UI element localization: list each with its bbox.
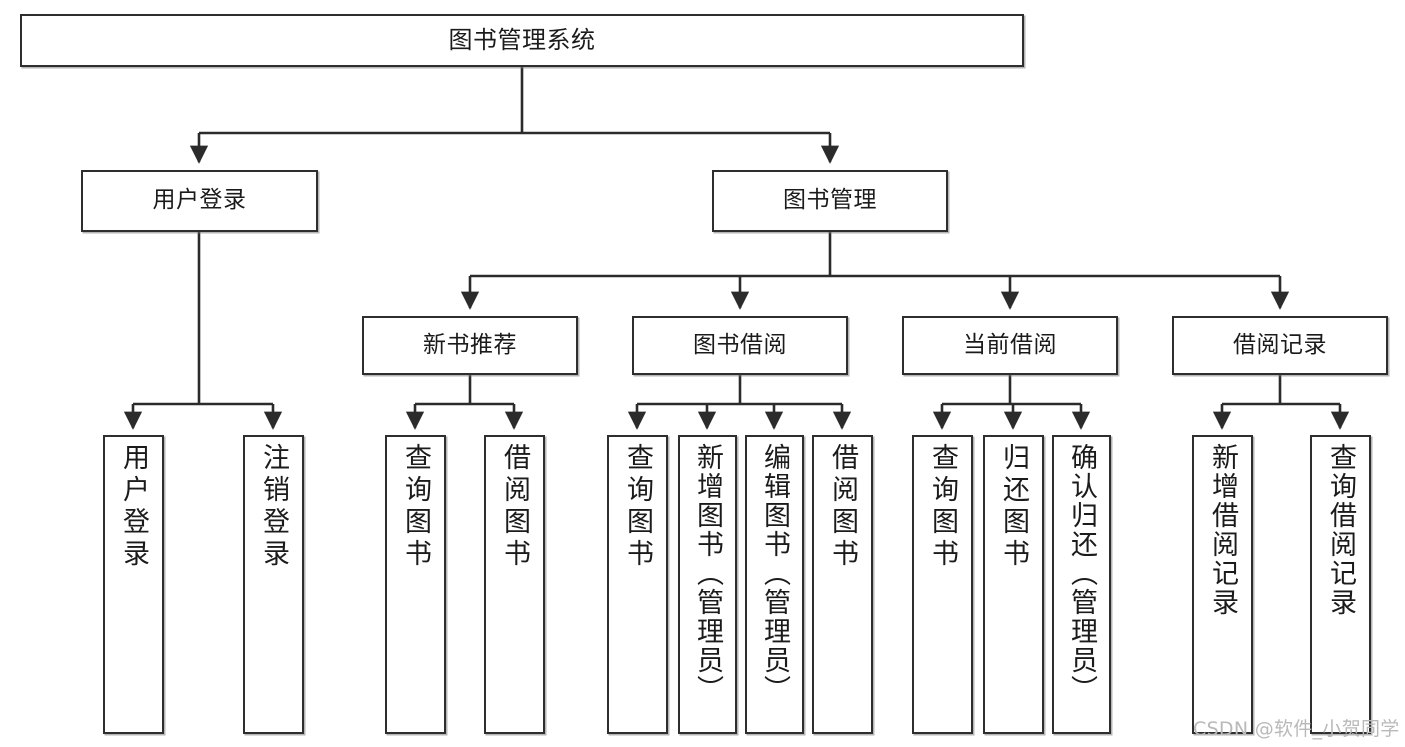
- node-user-login[interactable]: 用户登录: [81, 170, 318, 232]
- node-current-borrow[interactable]: 当前借阅: [902, 316, 1118, 375]
- leaf-borrow-book-2-label: 借阅图书: [827, 443, 858, 571]
- leaf-user-login[interactable]: 用户登录: [103, 435, 164, 734]
- leaf-borrow-book-2[interactable]: 借阅图书: [812, 435, 873, 734]
- leaf-borrow-book-1[interactable]: 借阅图书: [484, 435, 545, 734]
- node-book-manage[interactable]: 图书管理: [712, 170, 948, 232]
- node-new-book-rec-label: 新书推荐: [423, 331, 517, 358]
- leaf-add-record[interactable]: 新增借阅记录: [1192, 435, 1253, 734]
- leaf-add-book[interactable]: 新增图书（管理员）: [678, 435, 737, 734]
- leaf-query-book-1-label: 查询图书: [400, 443, 431, 571]
- leaf-query-book-1[interactable]: 查询图书: [385, 435, 446, 734]
- leaf-query-record-label: 查询借阅记录: [1325, 443, 1356, 617]
- leaf-add-book-label: 新增图书（管理员）: [692, 443, 723, 704]
- node-root-label: 图书管理系统: [448, 26, 596, 55]
- leaf-user-login-label: 用户登录: [118, 443, 149, 571]
- csdn-watermark: CSDN @软件_小贺同学: [1193, 718, 1400, 740]
- node-book-borrow-label: 图书借阅: [693, 331, 787, 358]
- leaf-logout-label: 注销登录: [258, 443, 289, 571]
- leaf-logout[interactable]: 注销登录: [243, 435, 304, 734]
- node-borrow-record[interactable]: 借阅记录: [1172, 316, 1388, 375]
- leaf-return-book-label: 归还图书: [998, 443, 1029, 571]
- leaf-borrow-book-1-label: 借阅图书: [499, 443, 530, 571]
- leaf-query-book-3-label: 查询图书: [927, 443, 958, 571]
- leaf-query-book-2[interactable]: 查询图书: [607, 435, 668, 734]
- leaf-query-book-3[interactable]: 查询图书: [912, 435, 973, 734]
- node-user-login-label: 用户登录: [152, 187, 247, 214]
- leaf-add-record-label: 新增借阅记录: [1207, 443, 1238, 617]
- node-book-manage-label: 图书管理: [783, 187, 877, 214]
- node-current-borrow-label: 当前借阅: [963, 331, 1057, 358]
- leaf-edit-book[interactable]: 编辑图书（管理员）: [745, 435, 804, 734]
- node-book-borrow[interactable]: 图书借阅: [632, 316, 848, 375]
- node-borrow-record-label: 借阅记录: [1233, 331, 1327, 358]
- leaf-return-book[interactable]: 归还图书: [983, 435, 1044, 734]
- leaf-edit-book-label: 编辑图书（管理员）: [759, 443, 790, 704]
- leaf-confirm-return-label: 确认归还（管理员）: [1066, 443, 1097, 704]
- node-new-book-rec[interactable]: 新书推荐: [362, 316, 578, 375]
- leaf-query-record[interactable]: 查询借阅记录: [1310, 435, 1371, 734]
- leaf-query-book-2-label: 查询图书: [622, 443, 653, 571]
- node-root[interactable]: 图书管理系统: [20, 14, 1024, 67]
- leaf-confirm-return[interactable]: 确认归还（管理员）: [1052, 435, 1111, 734]
